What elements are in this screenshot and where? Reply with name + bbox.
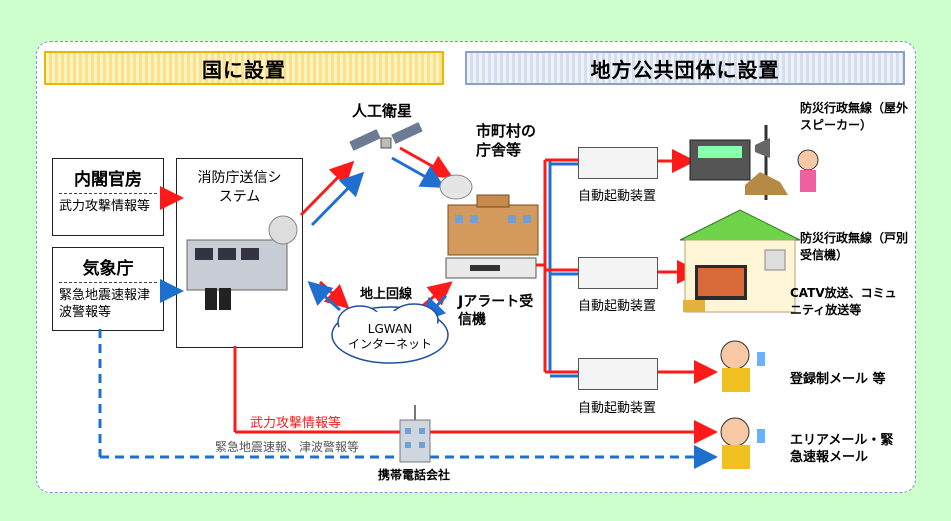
lgwan-line1: LGWAN [367,322,413,336]
auto-start-device-1 [578,147,658,179]
auto-start-label-3: 自動起動装置 [578,401,657,416]
fdma-console-illustration [186,215,298,310]
fdma-title: 消防庁送信システム [197,170,282,205]
area-mail-label: エリアメール・緊急速報メール [790,433,894,465]
cabinet-text: 武力攻撃情報等 [59,199,151,214]
carrier-label: 携帯電話会社 [378,468,451,482]
lgwan-cloud-icon [331,303,449,364]
household-receiver-label: 防災行政無線（戸別受信機） [800,231,909,262]
catv-label: CATV放送、コミュニティ放送等 [790,286,897,317]
municipal-office-label: 市町村の庁舎等 [476,122,537,159]
auto-start-device-2 [578,257,658,289]
registered-mail-label: 登録制メール 等 [790,372,886,387]
j-alert-label: Jアラート受信機 [458,294,534,328]
outdoor-speaker-label: 防災行政無線（屋外スピーカー） [800,101,909,132]
armed-attack-flow-label: 武力攻撃情報等 [250,416,342,431]
national-header: 国に設置 [44,51,444,85]
auto-start-label-2: 自動起動装置 [578,299,657,314]
lgwan-line2: インターネット [347,337,432,351]
ground-line-label: 地上回線 [360,287,413,302]
office-building-icon [439,174,539,256]
person-area-mail-icon [720,417,765,469]
j-alert-receiver-icon [445,257,537,279]
satellite-label: 人工衛星 [352,102,413,120]
lgwan-label: LGWAN インターネット [345,322,435,352]
cabinet-box: 内閣官房 武力攻撃情報等 [52,158,164,236]
auto-start-device-3 [578,358,658,390]
person-outdoor-icon [797,149,819,192]
person-mail-icon [720,340,765,392]
jma-text: 緊急地震速報津波警報等 [59,288,151,320]
quake-tsunami-flow-label: 緊急地震速報、津波警報等 [215,440,360,454]
radio-control-panel-icon [689,139,751,181]
auto-start-label-1: 自動起動装置 [578,189,657,204]
house-icon [679,209,801,313]
satellite-icon [349,122,423,151]
local-header: 地方公共団体に設置 [465,51,905,85]
carrier-building-icon [399,405,431,463]
outdoor-speaker-icon [745,125,788,200]
jma-title: 気象庁 [82,259,134,279]
cabinet-title: 内閣官房 [74,170,142,190]
